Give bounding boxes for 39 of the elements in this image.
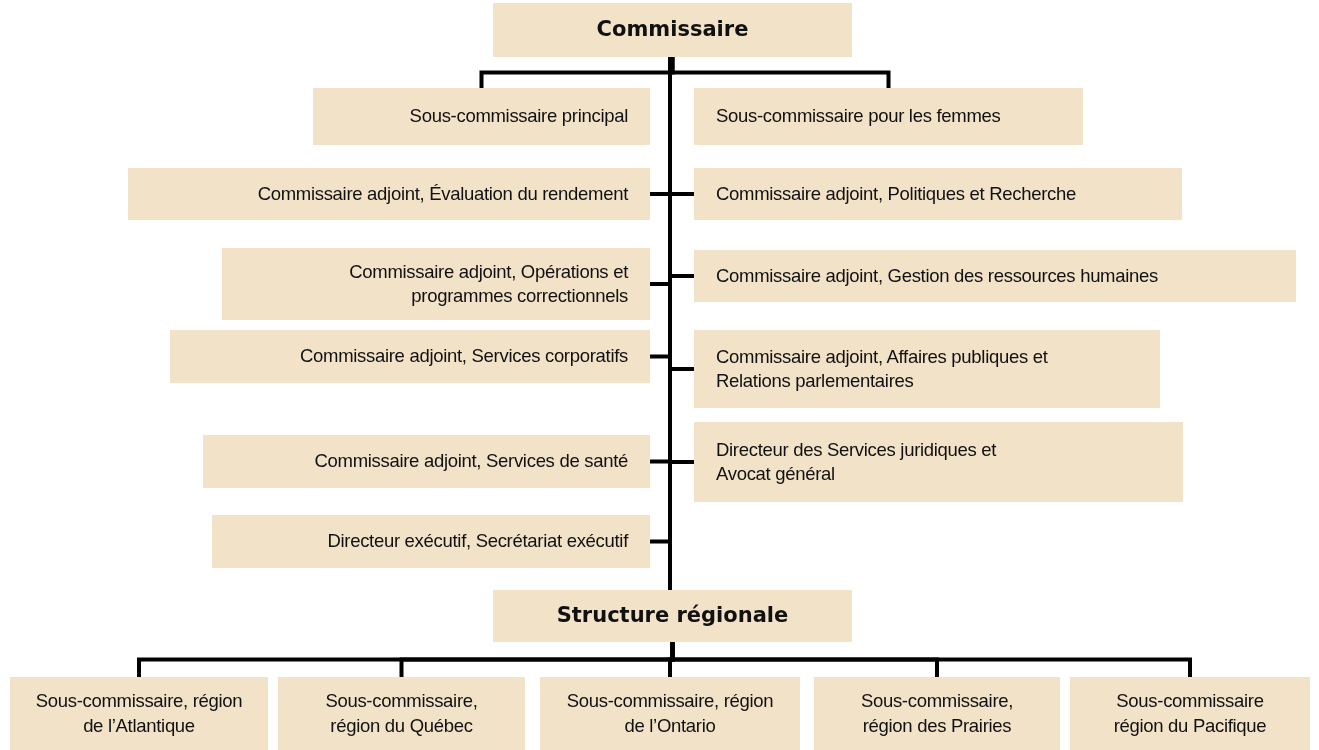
box-label: Sous-commissaire région du Pacifique	[1112, 689, 1268, 738]
box-label: Directeur des Services juridiques et Avocat général	[716, 437, 998, 486]
box-label: Commissaire adjoint, Politiques et Recherche	[716, 181, 1077, 206]
title-box	[814, 677, 1060, 750]
title-box	[278, 677, 525, 750]
box-label: Commissaire adjoint, Opérations et programmes correctionnels	[348, 259, 628, 308]
title-box	[313, 88, 650, 145]
connector-line	[670, 642, 1192, 677]
title-box	[203, 435, 650, 488]
title-box	[694, 168, 1182, 220]
box-label: Commissaire adjoint, Évaluation du rendement	[257, 181, 628, 206]
box-label: Sous-commissaire pour les femmes	[716, 104, 1001, 129]
box-label: Sous-commissaire, région de l’Ontario	[565, 689, 775, 738]
box-label: Commissaire adjoint, Gestion des ressources humaines	[716, 263, 1158, 288]
box-label: Directeur exécutif, Secrétariat exécutif	[327, 529, 628, 554]
title-box	[170, 330, 650, 383]
box-label: Commissaire adjoint, Services de santé	[314, 449, 628, 474]
title-box	[222, 248, 650, 320]
title-box	[493, 590, 852, 642]
box-label: Structure régionale	[556, 602, 789, 630]
title-box	[694, 422, 1183, 502]
box-label: Commissaire adjoint, Affaires publiques et Relations parlementaires	[716, 344, 1049, 393]
title-box	[1070, 677, 1310, 750]
connector-line	[668, 57, 672, 590]
connector-line	[670, 57, 891, 88]
box-label: Commissaire adjoint, Services corporatifs	[300, 344, 628, 369]
box-label: Sous-commissaire, région des Prairies	[859, 689, 1015, 738]
title-box	[10, 677, 268, 750]
title-box	[128, 168, 650, 220]
title-box	[540, 677, 800, 750]
box-label: Commissaire	[596, 16, 749, 44]
title-box	[493, 3, 852, 57]
box-label: Sous-commissaire, région du Québec	[324, 689, 479, 738]
title-box	[212, 515, 650, 568]
title-box	[694, 330, 1160, 408]
title-box	[694, 250, 1296, 302]
box-label: Sous-commissaire principal	[409, 104, 628, 129]
title-box	[694, 88, 1083, 145]
box-label: Sous-commissaire, région de l’Atlantique	[34, 689, 244, 738]
